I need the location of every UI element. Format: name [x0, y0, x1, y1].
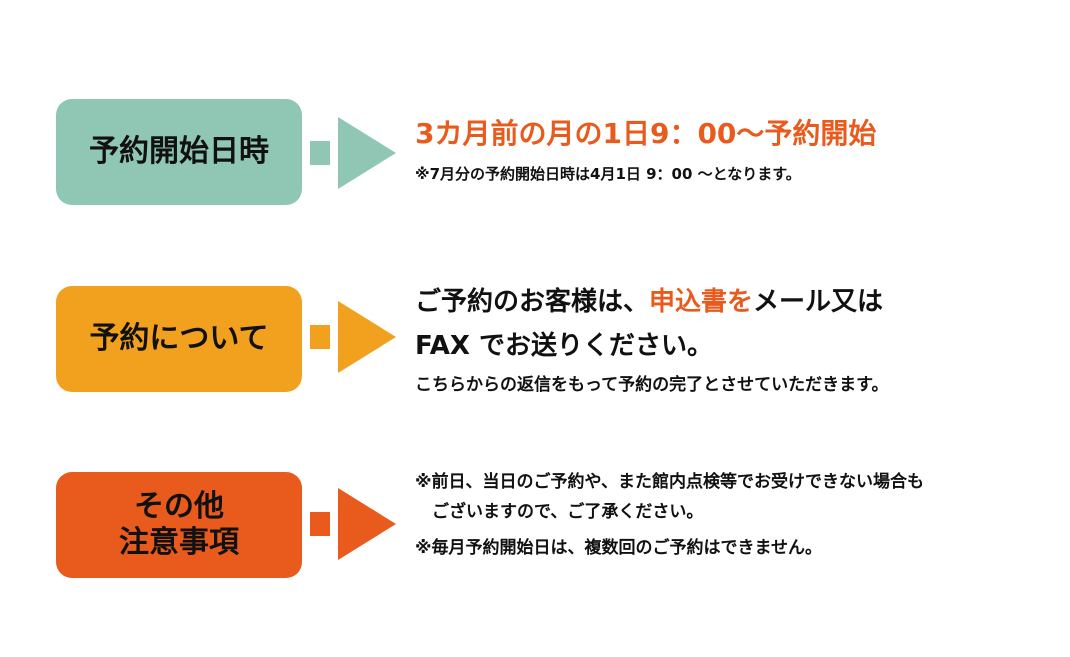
- other-notes-info: ※前日、当日のご予約や、また館内点検等でお受けできない場合も ございますので、ご…: [415, 468, 924, 562]
- arrow-right-icon: [310, 113, 400, 193]
- line1-post: メール又は: [753, 287, 884, 317]
- label-text-line1: その他: [134, 489, 224, 524]
- label-text-line2: 注意事項: [119, 525, 239, 560]
- arrow-right-icon: [310, 484, 400, 564]
- line1-pre: ご予約のお客様は、: [415, 287, 650, 317]
- label-text: 予約開始日時: [89, 134, 269, 169]
- about-reservation-line1: ご予約のお客様は、申込書をメール又は: [415, 283, 888, 321]
- reservation-start-headline: 3カ月前の月の1日9：00～予約開始: [415, 117, 877, 150]
- label-text: 予約について: [89, 321, 269, 356]
- other-notes-note1-cont: ございますので、ご了承ください。: [415, 502, 704, 522]
- label-reservation-start: 予約開始日時: [56, 99, 302, 205]
- other-notes-note1: ※前日、当日のご予約や、また館内点検等でお受けできない場合も: [415, 472, 925, 492]
- label-other-notes: その他 注意事項: [56, 472, 302, 578]
- label-about-reservation: 予約について: [56, 286, 302, 392]
- line1-accent: 申込書を: [649, 287, 754, 317]
- reservation-start-info: 3カ月前の月の1日9：00～予約開始 ※7月分の予約開始日時は4月1日 9：00…: [415, 114, 876, 186]
- about-reservation-info: ご予約のお客様は、申込書をメール又は FAX でお送りください。 こちらからの返…: [415, 283, 888, 399]
- about-reservation-line3: こちらからの返信をもって予約の完了とさせていただきます。: [415, 375, 889, 395]
- about-reservation-line2: FAX でお送りください。: [415, 331, 713, 361]
- other-notes-note2: ※毎月予約開始日は、複数回のご予約はできません。: [415, 538, 823, 558]
- reservation-start-note: ※7月分の予約開始日時は4月1日 9：00 ～となります。: [415, 165, 801, 183]
- arrow-right-icon: [310, 297, 400, 377]
